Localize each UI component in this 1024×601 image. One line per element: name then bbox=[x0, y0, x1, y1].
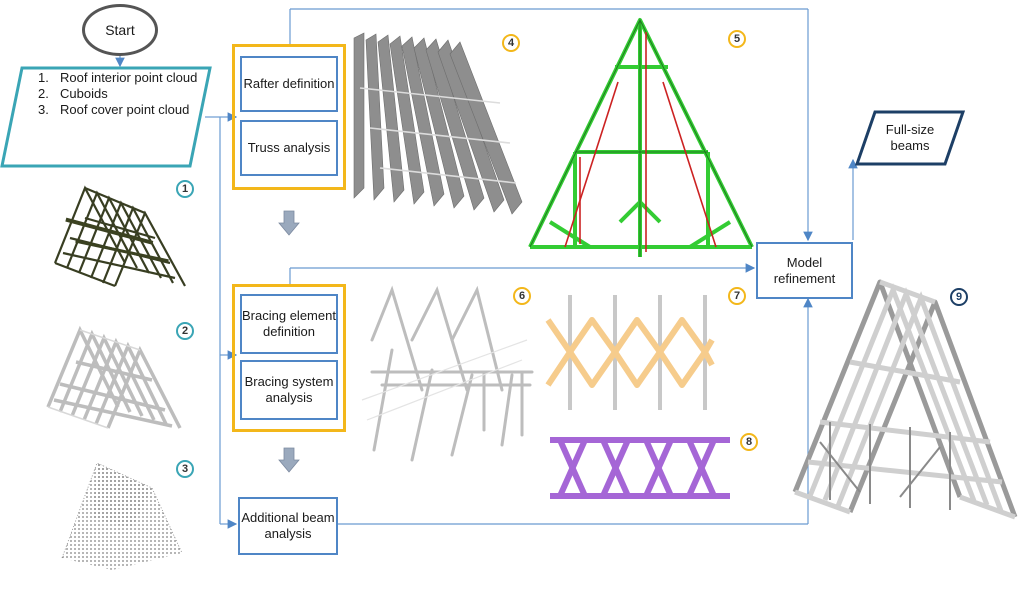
badge-1: 1 bbox=[176, 180, 194, 198]
output-parallelogram bbox=[855, 110, 965, 166]
input-list: 1. Roof interior point cloud 2. Cuboids … bbox=[38, 70, 198, 164]
full-size-beams-label: Full-size beams bbox=[885, 122, 935, 153]
truss-group-highlight bbox=[232, 44, 346, 190]
truss-analysis-box: Truss analysis bbox=[240, 120, 338, 176]
input-parallelogram bbox=[0, 66, 212, 168]
bracing-element-definition-box: Bracing element definition bbox=[240, 294, 338, 354]
badge-8: 8 bbox=[740, 433, 758, 451]
badge-2: 2 bbox=[176, 322, 194, 340]
cross-bracing-orange-image bbox=[545, 295, 715, 410]
cuboids-image bbox=[46, 325, 182, 429]
roof-interior-point-cloud-image bbox=[53, 185, 186, 288]
badge-9: 9 bbox=[950, 288, 968, 306]
bracing-elements-image bbox=[361, 285, 534, 462]
cross-bracing-purple-image bbox=[550, 437, 730, 499]
rafter-planes-image bbox=[353, 32, 523, 215]
down-arrow-1 bbox=[278, 210, 300, 236]
badge-4: 4 bbox=[502, 34, 520, 52]
input-item-1: 1. Roof interior point cloud bbox=[38, 70, 198, 85]
down-arrow-2 bbox=[278, 447, 300, 473]
badge-3: 3 bbox=[176, 460, 194, 478]
start-label: Start bbox=[105, 22, 135, 38]
truss-elevation-image bbox=[528, 18, 754, 257]
bracing-system-analysis-box: Bracing system analysis bbox=[240, 360, 338, 420]
badge-6: 6 bbox=[513, 287, 531, 305]
badge-7: 7 bbox=[728, 287, 746, 305]
start-node: Start bbox=[82, 4, 158, 56]
model-refinement-box: Model refinement bbox=[756, 242, 853, 299]
roof-cover-point-cloud-image bbox=[61, 462, 183, 570]
rafter-definition-box: Rafter definition bbox=[240, 56, 338, 112]
badge-5: 5 bbox=[728, 30, 746, 48]
bracing-group-highlight bbox=[232, 284, 346, 432]
input-item-2: 2. Cuboids bbox=[38, 86, 108, 101]
input-item-3: 3. Roof cover point cloud bbox=[38, 102, 190, 117]
additional-beam-analysis-box: Additional beam analysis bbox=[238, 497, 338, 555]
final-roof-model-image bbox=[792, 279, 1018, 520]
